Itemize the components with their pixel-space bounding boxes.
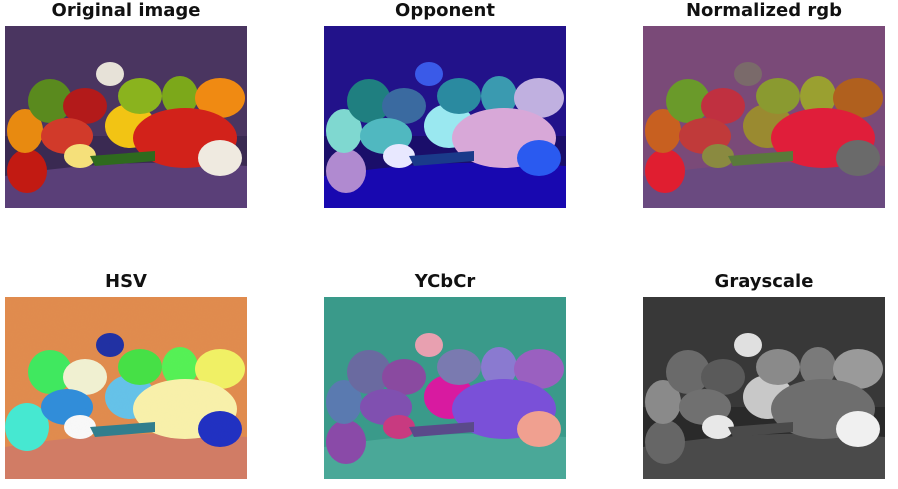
grayscale-image	[643, 297, 885, 479]
normalized-rgb-image	[643, 26, 885, 208]
ycbcr-image	[324, 297, 566, 479]
panel-title-ycbcr: YCbCr	[414, 271, 476, 292]
panel-title-grayscale: Grayscale	[714, 271, 814, 292]
panel-title-hsv: HSV	[105, 271, 147, 292]
panel-title-original: Original image	[51, 0, 201, 21]
opponent-image	[324, 26, 566, 208]
panel-title-opponent: Opponent	[395, 0, 495, 21]
hsv-image	[5, 297, 247, 479]
panel-title-normalized-rgb: Normalized rgb	[685, 0, 843, 21]
original-image	[5, 26, 247, 208]
